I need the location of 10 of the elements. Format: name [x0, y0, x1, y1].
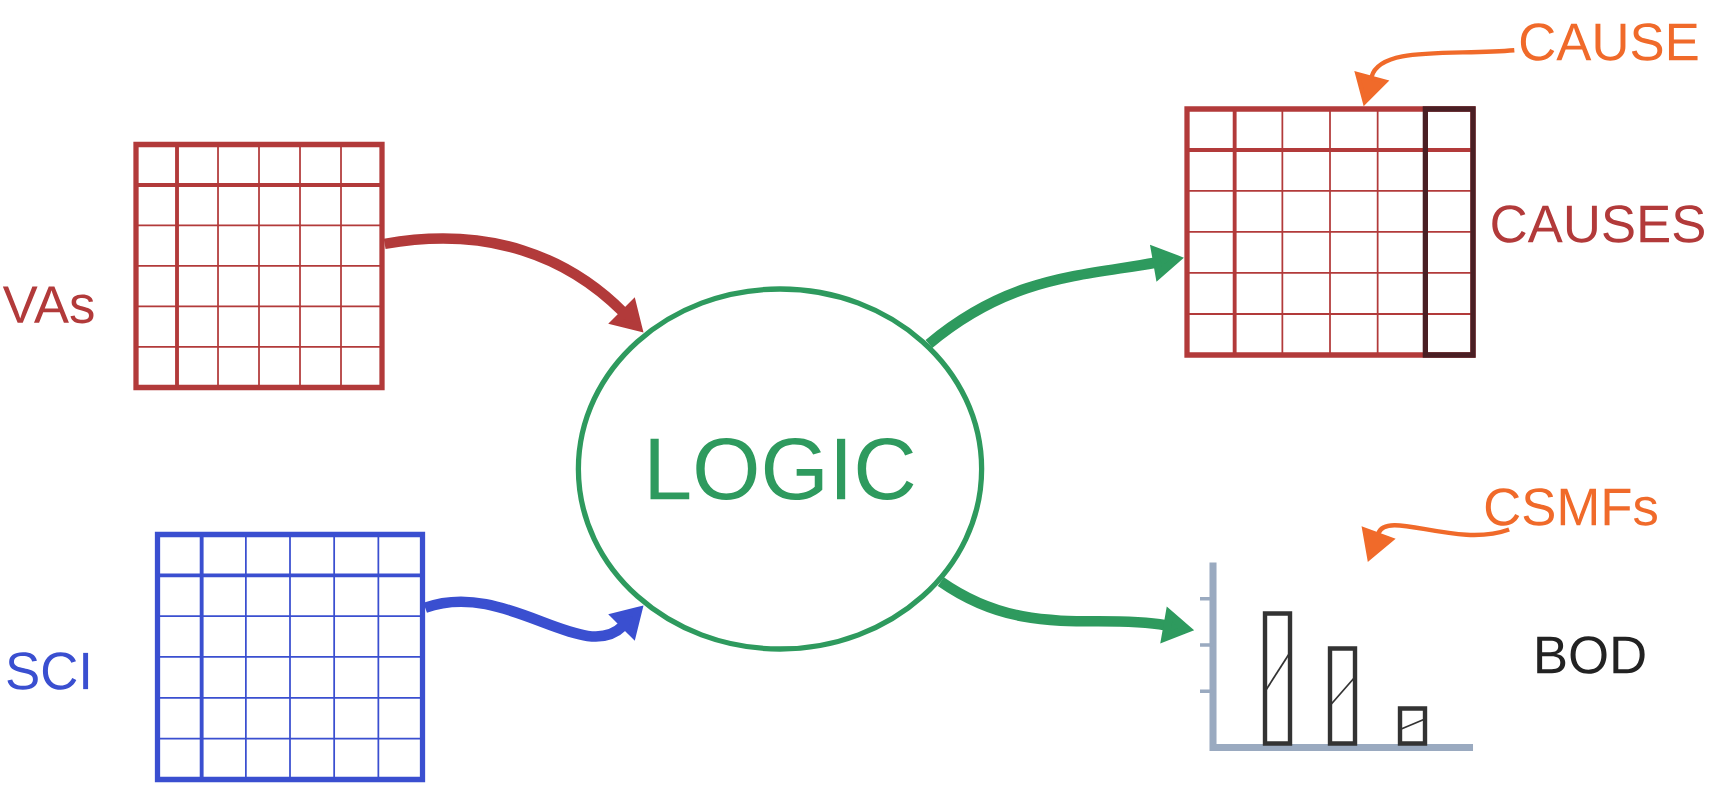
table-drawing — [1184, 106, 1476, 358]
table-label: VAs — [2, 286, 94, 324]
table-label: BOD — [1537, 636, 1645, 674]
table-label: CAUSES — [1492, 205, 1704, 243]
circle-node: LOGIC — [575, 286, 985, 652]
table-drawing — [133, 141, 385, 391]
table-drawing — [154, 531, 426, 783]
callout-label: CAUSE — [1520, 23, 1698, 61]
table-label: SCI — [7, 652, 89, 690]
callout-label: CSMFs — [1485, 488, 1657, 526]
